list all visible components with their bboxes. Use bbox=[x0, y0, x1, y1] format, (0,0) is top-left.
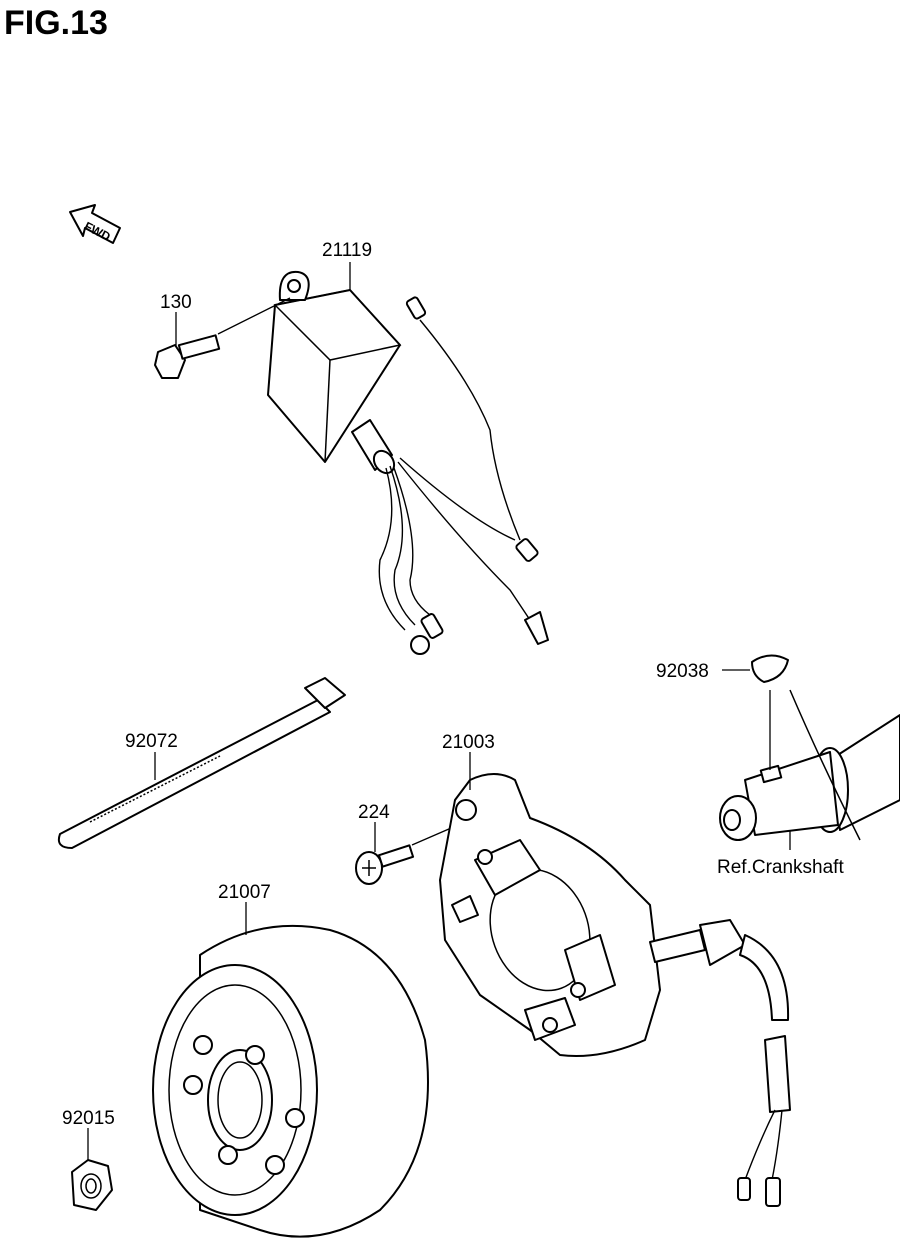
label-224: 224 bbox=[358, 802, 390, 823]
flywheel-21007 bbox=[152, 924, 429, 1238]
label-92015: 92015 bbox=[62, 1108, 115, 1129]
label-92038: 92038 bbox=[656, 661, 709, 682]
cable-tie-92072 bbox=[57, 677, 346, 849]
nut-92015 bbox=[71, 1159, 113, 1211]
bolt-130 bbox=[154, 334, 221, 379]
figure-title: FIG.13 bbox=[4, 4, 108, 42]
crankshaft-reference bbox=[719, 689, 900, 841]
fwd-arrow-icon: FWD bbox=[69, 204, 121, 244]
cdi-unit bbox=[267, 270, 549, 655]
label-92072: 92072 bbox=[125, 731, 178, 752]
label-130: 130 bbox=[160, 292, 192, 313]
stator-21003 bbox=[439, 773, 791, 1207]
label-21007: 21007 bbox=[218, 882, 271, 903]
label-21119: 21119 bbox=[322, 240, 372, 261]
screw-224 bbox=[355, 844, 415, 885]
woodruff-key-92038 bbox=[751, 654, 789, 683]
label-ref-crankshaft: Ref.Crankshaft bbox=[717, 857, 844, 878]
label-21003: 21003 bbox=[442, 732, 495, 753]
